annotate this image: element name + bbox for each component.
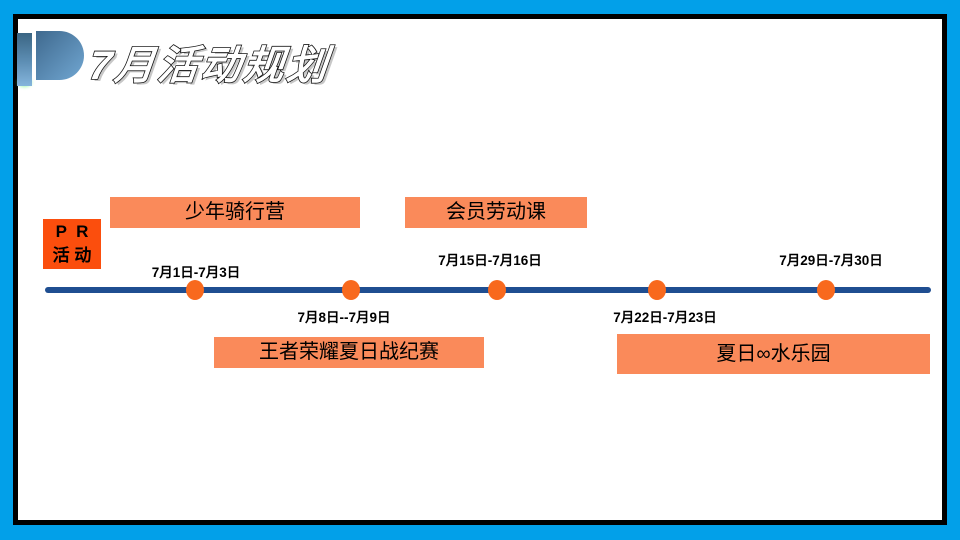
timeline-dot-1 (186, 280, 204, 300)
event-date-4: 7月22日-7月23日 (613, 310, 717, 325)
slide-title: 7月活动规划 (86, 43, 333, 89)
event-date-3: 7月15日-7月16日 (438, 253, 542, 268)
event-box-member-labor-class: 会员劳动课 (405, 197, 587, 228)
event-box-kings-glory-summer-match: 王者荣耀夏日战纪赛 (214, 337, 484, 368)
timeline-dot-3 (488, 280, 506, 300)
timeline-dot-2 (342, 280, 360, 300)
event-date-1: 7月1日-7月3日 (151, 265, 241, 280)
event-box-youth-cycling-camp: 少年骑行营 (110, 197, 360, 228)
event-date-2: 7月8日--7月9日 (297, 310, 391, 325)
event-date-5: 7月29日-7月30日 (779, 253, 883, 268)
pr-activity-badge: P R 活 动 (43, 219, 101, 269)
brand-logo-icon (15, 30, 86, 92)
logo-bar (17, 33, 32, 86)
logo-d-shape (36, 31, 84, 80)
slide-frame (13, 14, 947, 525)
timeline-dot-4 (648, 280, 666, 300)
pr-badge-line1: P R (55, 222, 89, 242)
event-box-summer-water-park: 夏日∞水乐园 (617, 334, 930, 374)
pr-badge-line2: 活 动 (52, 246, 92, 265)
timeline-dot-5 (817, 280, 835, 300)
